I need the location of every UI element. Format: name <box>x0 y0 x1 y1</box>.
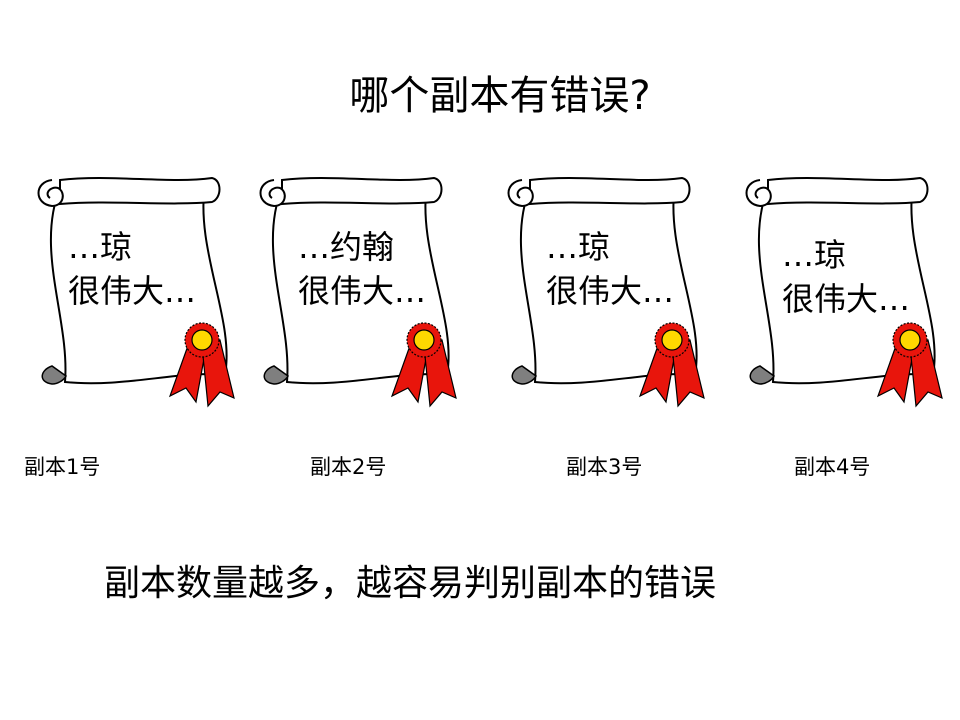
scroll-text-line1: …琼 <box>782 236 847 274</box>
copy-label-1: 副本1号 <box>24 455 101 479</box>
scroll-text-line2: 很伟大… <box>546 272 675 310</box>
copy-label-2: 副本2号 <box>310 455 387 479</box>
scroll-text-line1: …约翰 <box>298 228 395 266</box>
slide-title: 哪个副本有错误? <box>349 73 651 119</box>
scroll-text-line2: 很伟大… <box>782 280 911 318</box>
scroll-text-line1: …琼 <box>546 228 611 266</box>
scroll-copy-3: …琼 很伟大… <box>500 170 710 410</box>
scroll-copy-1: …琼 很伟大… <box>30 170 240 410</box>
scroll-copy-4: …琼 很伟大… <box>738 170 948 410</box>
footer-statement: 副本数量越多，越容易判别副本的错误 <box>104 563 717 604</box>
scroll-text-line2: 很伟大… <box>298 272 427 310</box>
scroll-text-line1: …琼 <box>68 228 133 266</box>
scroll-text-line2: 很伟大… <box>68 272 197 310</box>
copy-label-4: 副本4号 <box>794 455 871 479</box>
copy-label-3: 副本3号 <box>566 455 643 479</box>
scroll-copy-2: …约翰 很伟大… <box>252 170 462 410</box>
